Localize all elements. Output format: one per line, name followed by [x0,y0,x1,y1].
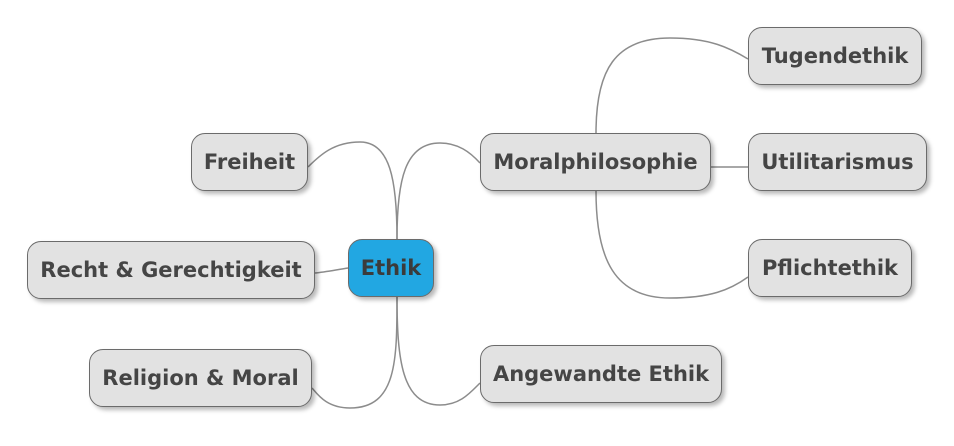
node-tugendethik[interactable]: Tugendethik [748,27,922,85]
node-freiheit[interactable]: Freiheit [191,133,308,191]
node-label: Utilitarismus [761,150,914,174]
node-label: Tugendethik [761,44,909,68]
node-label: Recht & Gerechtigkeit [40,258,302,282]
link-ethik-moralphilosophie [396,142,481,240]
link-moral-tugendethik [595,37,749,134]
link-moral-pflichtethik [595,190,749,299]
link-ethik-religion [311,295,398,409]
node-utilitarismus[interactable]: Utilitarismus [748,133,927,191]
node-angewandte-ethik[interactable]: Angewandte Ethik [480,345,722,403]
root-node-ethik[interactable]: Ethik [348,239,434,297]
node-label: Moralphilosophie [493,150,698,174]
node-moralphilosophie[interactable]: Moralphilosophie [480,133,711,191]
node-recht-gerechtigkeit[interactable]: Recht & Gerechtigkeit [27,241,315,299]
node-label: Pflichtethik [762,256,898,280]
node-religion-moral[interactable]: Religion & Moral [89,349,312,407]
link-ethik-angewandte [396,295,481,406]
node-label: Freiheit [203,150,296,174]
node-label: Ethik [360,256,422,280]
node-pflichtethik[interactable]: Pflichtethik [748,239,912,297]
link-ethik-freiheit [307,141,398,240]
node-label: Religion & Moral [102,366,299,390]
link-ethik-recht [314,267,349,274]
node-label: Angewandte Ethik [492,362,710,386]
